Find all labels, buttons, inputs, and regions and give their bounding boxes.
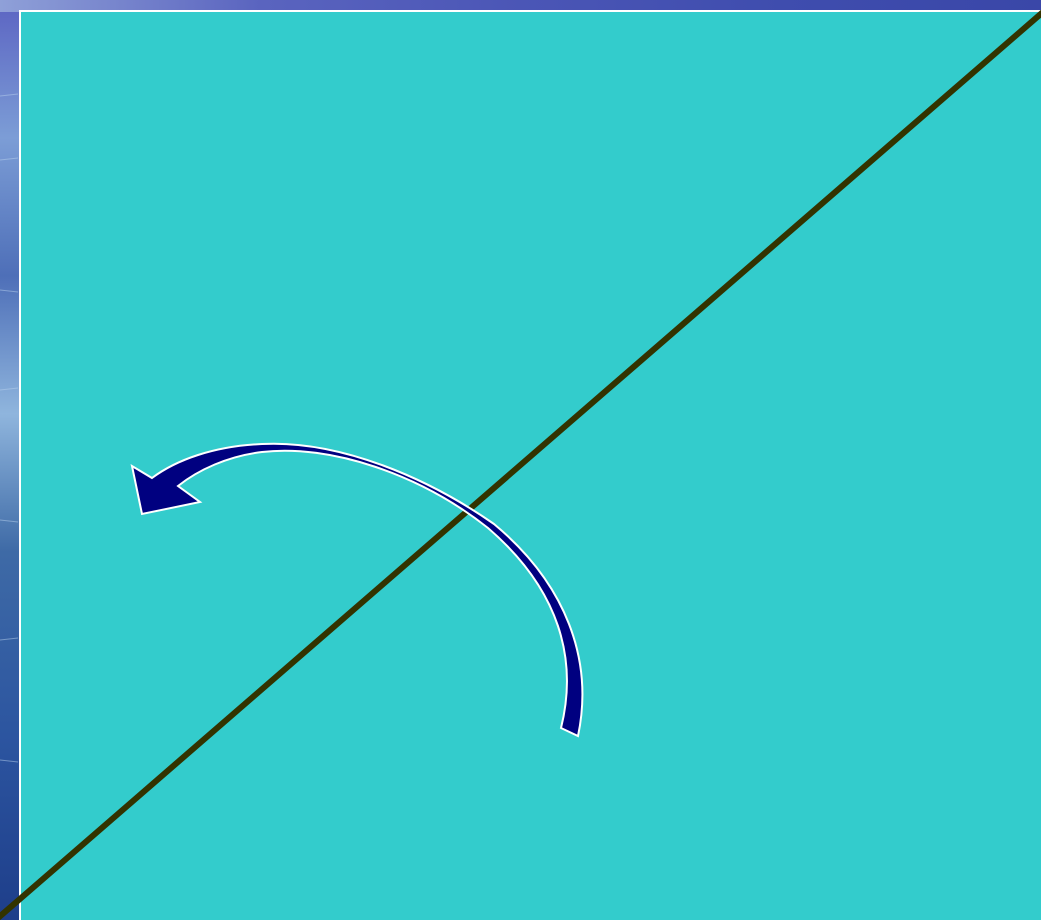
diagonal-line [0,12,1041,918]
curved-arrow-icon [132,444,582,736]
